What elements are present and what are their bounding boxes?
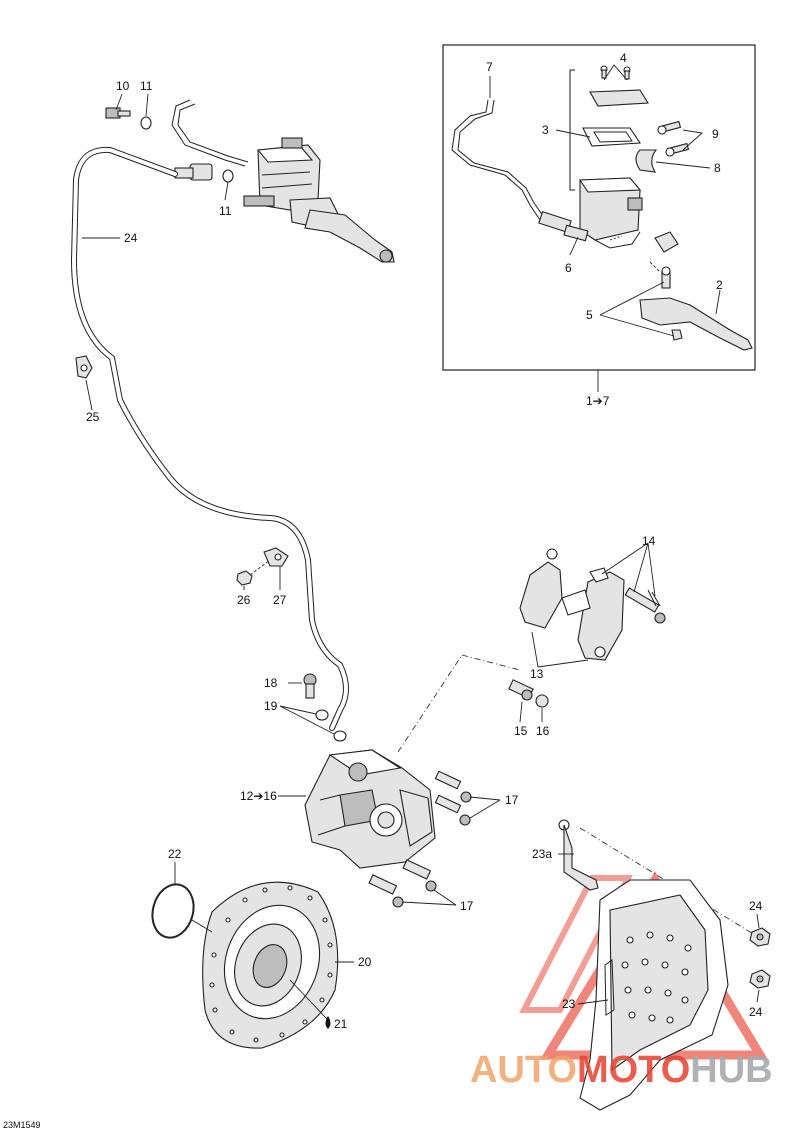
pad-pin-14 xyxy=(589,567,666,624)
caliper-bolts-17a xyxy=(434,770,472,826)
hose-clip-25 xyxy=(75,355,93,379)
callout-17-upper: 17 xyxy=(505,793,519,807)
pivot-bolt-5 xyxy=(649,261,683,341)
bleeder-cap-16 xyxy=(535,694,549,708)
callout-24-nut-upper: 24 xyxy=(749,899,763,913)
callout-10: 10 xyxy=(116,79,130,93)
callout-18: 18 xyxy=(264,676,278,690)
nut-24b xyxy=(749,969,771,989)
washer-19a xyxy=(315,709,329,721)
watermark-auto: AUTO xyxy=(470,1049,577,1091)
callout-13: 13 xyxy=(530,667,544,681)
switch-wire-7 xyxy=(451,99,572,234)
disc-guard-23 xyxy=(579,879,729,1111)
bleeder-valve-15 xyxy=(508,679,534,701)
o-ring-22 xyxy=(151,883,195,939)
brake-pads-13 xyxy=(519,548,625,661)
inset-kit-box xyxy=(442,44,756,371)
banjo-bolt-18 xyxy=(303,673,317,699)
watermark-moto: MOTO xyxy=(577,1049,690,1091)
callout-17-lower: 17 xyxy=(460,899,474,913)
brake-caliper-12 xyxy=(304,749,436,869)
callout-3: 3 xyxy=(542,123,549,137)
diagram-code: 23M1549 xyxy=(3,1120,41,1130)
nut-24a xyxy=(749,927,771,947)
callout-4: 4 xyxy=(620,51,627,65)
washer-11a xyxy=(140,116,152,130)
brake-lever-2 xyxy=(639,297,753,351)
washer-11b xyxy=(222,169,234,183)
callout-11-lower: 11 xyxy=(219,204,232,218)
clamp-bolts-9 xyxy=(657,120,690,157)
callout-7: 7 xyxy=(486,60,493,74)
cover-screws-4 xyxy=(600,65,631,80)
brake-disc-20 xyxy=(202,881,339,1049)
callout-6: 6 xyxy=(565,261,572,275)
reservoir-diaphragm xyxy=(582,127,641,147)
hose-clip-27 xyxy=(263,547,289,567)
nut-26 xyxy=(236,570,253,586)
reservoir-cover xyxy=(589,89,649,107)
watermark-text: AUTOMOTOHUB xyxy=(470,1049,773,1091)
callout-21: 21 xyxy=(334,1017,348,1031)
brake-hose-24 xyxy=(70,146,349,731)
banjo-bolt-10 xyxy=(105,107,131,119)
washer-19b xyxy=(333,730,347,742)
fitting-6 xyxy=(563,224,589,242)
callout-27: 27 xyxy=(273,593,287,607)
callout-19: 19 xyxy=(264,699,278,713)
callout-23a: 23a xyxy=(532,847,552,861)
callout-11-top: 11 xyxy=(140,79,153,93)
piston-boot xyxy=(654,231,679,253)
callout-14: 14 xyxy=(642,534,656,548)
bracket-23a xyxy=(558,819,599,891)
callout-15: 15 xyxy=(514,724,528,738)
master-cylinder-main xyxy=(243,137,395,263)
callout-25: 25 xyxy=(86,410,100,424)
callout-24-hose: 24 xyxy=(124,231,138,245)
callout-22: 22 xyxy=(168,847,182,861)
grease-drop-icon xyxy=(325,1016,331,1029)
master-cylinder-body-inset xyxy=(578,177,643,249)
callout-5: 5 xyxy=(586,308,593,322)
callout-26: 26 xyxy=(237,593,251,607)
callout-16: 16 xyxy=(536,724,550,738)
callout-20: 20 xyxy=(358,955,372,969)
callout-9: 9 xyxy=(712,127,719,141)
callout-2: 2 xyxy=(716,278,723,292)
callout-24-nut-lower: 24 xyxy=(749,1005,763,1019)
handlebar-clamp-8 xyxy=(635,149,658,173)
callout-1-to-7: 1➔7 xyxy=(586,394,610,408)
watermark-hub: HUB xyxy=(690,1049,772,1091)
callout-23: 23 xyxy=(562,997,576,1011)
caliper-bolts-17b xyxy=(368,859,437,908)
callout-8: 8 xyxy=(714,161,721,175)
callout-12-to-16: 12➔16 xyxy=(240,789,277,803)
